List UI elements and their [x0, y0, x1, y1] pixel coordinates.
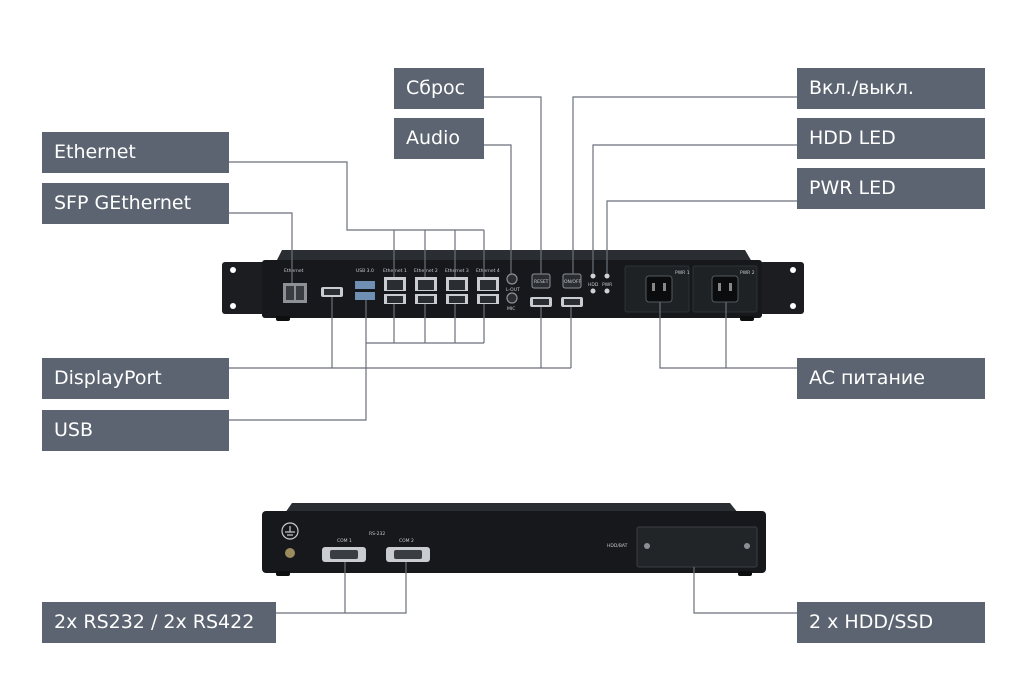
callout-pwr-led: PWR LED [797, 168, 985, 209]
usb-port-2 [355, 292, 375, 300]
callout-usb: USB [42, 410, 229, 451]
ground-screw [285, 548, 295, 558]
line-out-jack [506, 273, 518, 285]
com1-text: COM 1 [337, 538, 352, 544]
callout-ethernet: Ethernet [42, 132, 229, 173]
usb-text: USB 3.0 [356, 268, 374, 274]
callout-sfp: SFP GEthernet [42, 183, 229, 224]
rs232-text: RS-232 [369, 531, 385, 537]
mic-text: MIC [507, 306, 515, 312]
hdd-led [590, 273, 596, 279]
hdd-led-text: HDD [588, 282, 599, 288]
power-button-text: ON/OFF [564, 279, 582, 285]
psu-1-text: PWR 1 [675, 270, 690, 276]
hdd-bay-cover [636, 526, 758, 568]
eth-2-text: Ethernet 2 [414, 268, 438, 274]
callout-audio: Audio [394, 118, 484, 159]
reset-button-text: RESET [534, 279, 549, 285]
rack-ear-left [222, 262, 266, 314]
rack-ear-right [760, 262, 804, 314]
callout-hdd-led: HDD LED [797, 118, 985, 159]
callout-serial: 2x RS232 / 2x RS422 [42, 602, 276, 643]
psu-2-text: PWR 2 [740, 270, 755, 276]
eth-1-text: Ethernet 1 [383, 268, 407, 274]
ground-icon [281, 522, 299, 540]
usb-port-1 [355, 281, 375, 289]
leader-lines [229, 96, 797, 614]
com2-text: COM 2 [399, 538, 414, 544]
ethernet-ports [384, 277, 499, 304]
callout-reset: Сброс [394, 68, 484, 109]
callout-displayport: DisplayPort [42, 358, 229, 399]
eth-3-text: Ethernet 3 [445, 268, 469, 274]
callout-drives: 2 x HDD/SSD [797, 602, 985, 643]
line-out-text: L-OUT [506, 287, 520, 293]
eth-4-text: Ethernet 4 [476, 268, 500, 274]
power-button [562, 273, 582, 289]
mic-jack [506, 292, 518, 304]
front-unit: Ethernet USB 3.0 Ethernet 1 Ethernet 2 E… [222, 250, 804, 321]
pwr-led [604, 273, 610, 279]
front-ethernet-text: Ethernet [284, 268, 304, 274]
callout-ac-power: AC питание [797, 358, 985, 399]
callout-power-switch: Вкл./выкл. [797, 68, 985, 109]
rear-unit: RS-232 COM 1 COM 2 HDD/BAT [262, 503, 766, 576]
pwr-led-text: PWR [602, 282, 612, 288]
hdd-bay-text: HDD/BAT [607, 543, 628, 549]
